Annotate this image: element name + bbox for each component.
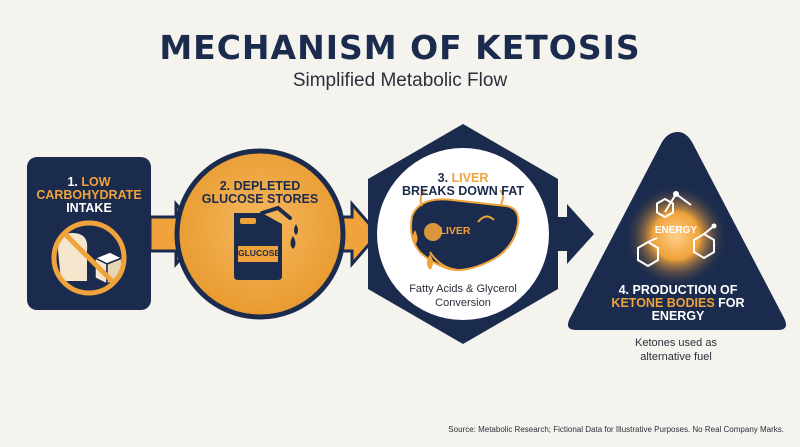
step-3-highlight: LIVER	[451, 171, 489, 185]
step-3-note-line1: Fatty Acids & Glycerol	[409, 283, 517, 295]
step-1-highlight: LOW	[81, 175, 111, 189]
step-4-note-line2: alternative fuel	[640, 350, 712, 363]
drop-icons	[290, 224, 298, 249]
step-3-number: 3.	[437, 171, 449, 185]
step-4-line2-suffix: FOR	[718, 296, 745, 311]
molecule-icon	[637, 191, 717, 268]
step-3-hexagon	[368, 124, 558, 344]
step-4-label: 4. PRODUCTION OF KETONE BODIES FOR ENERG…	[600, 283, 756, 324]
step-2-line2: GLUCOSE STORES	[201, 192, 319, 207]
step-1-number: 1.	[67, 175, 78, 189]
step-4-note: Ketones used as alternative fuel	[606, 337, 746, 365]
step-3-line2: BREAKS DOWN FAT	[402, 184, 524, 199]
flow-arrow-3	[548, 204, 594, 264]
step-4-highlight: KETONE BODIES	[611, 296, 715, 311]
step-4-note-line1: Ketones used as	[635, 337, 717, 349]
glucose-container-label: GLUCOSE	[238, 248, 281, 258]
gas-can-icon	[234, 205, 292, 280]
step-4-triangle	[568, 132, 786, 330]
step-1-box	[27, 157, 151, 310]
step-2-label: 2. DEPLETED GLUCOSE STORES	[195, 179, 325, 207]
step-2-circle	[174, 148, 346, 320]
step-4-line3: ENERGY	[651, 309, 705, 324]
liver-icon	[410, 189, 520, 271]
page-title: MECHANISM OF KETOSIS	[159, 28, 641, 67]
step-4-line1: 4. PRODUCTION OF	[618, 283, 738, 297]
step-3-note: Fatty Acids & Glycerol Conversion	[393, 283, 533, 311]
prohibited-icon	[51, 220, 127, 296]
step-3-label: 3. LIVER BREAKS DOWN FAT	[400, 171, 526, 199]
liver-organ-label: LIVER	[439, 225, 471, 237]
step-2-line1: 2. DEPLETED	[219, 179, 301, 193]
step-1-line2: CARBOHYDRATE	[36, 188, 142, 203]
page-subtitle: Simplified Metabolic Flow	[292, 70, 508, 91]
step-3-note-line2: Conversion	[435, 296, 491, 309]
step-1-line3: INTAKE	[66, 201, 112, 216]
energy-label: ENERGY	[654, 225, 698, 236]
source-note: Source: Metabolic Research; Fictional Da…	[448, 425, 784, 434]
step-1-label: 1. LOW CARBOHYDRATE INTAKE	[30, 175, 148, 216]
